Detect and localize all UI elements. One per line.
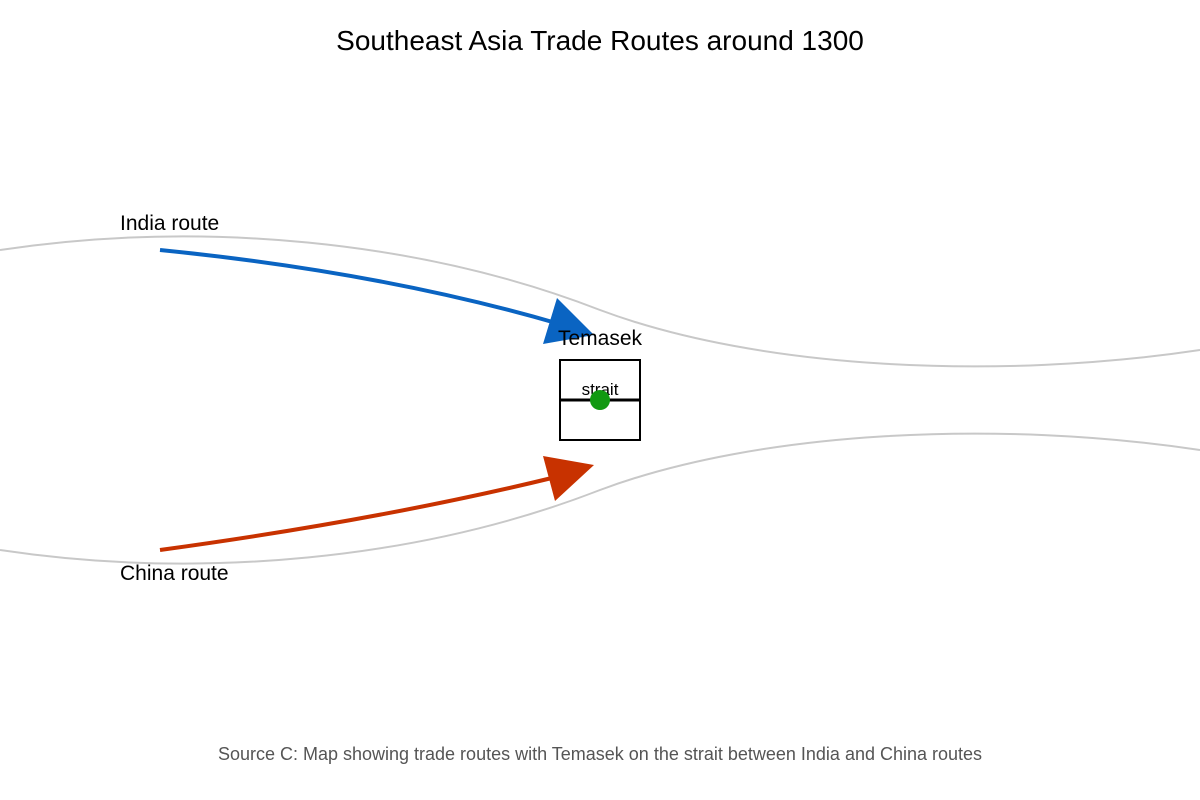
china-route-arrowhead [543,456,594,501]
china-route-arrow [159,475,557,552]
northern-coastline [0,235,1200,368]
map-title: Southeast Asia Trade Routes around 1300 [336,25,864,56]
southern-coastline [0,432,1200,565]
india-route-arrow [159,248,557,325]
india-route-label: India route [120,212,219,235]
temasek-label: Temasek [558,327,643,350]
temasek-location-marker [590,390,610,410]
china-route-label: China route [120,562,229,585]
strait-label: strait [582,380,619,399]
source-caption: Source C: Map showing trade routes with … [218,744,982,764]
india-route-arrowhead [543,298,594,344]
